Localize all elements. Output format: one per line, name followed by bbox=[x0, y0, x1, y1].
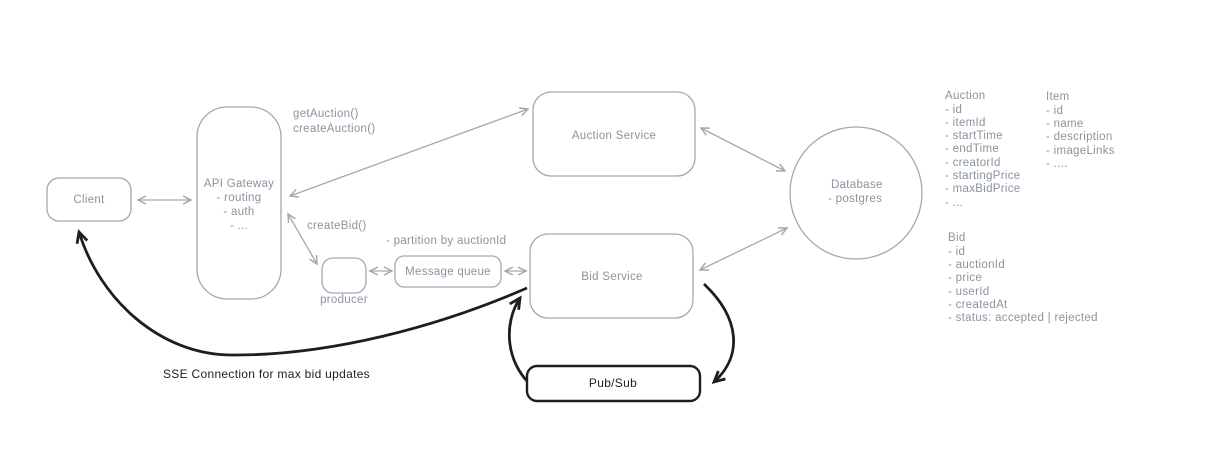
auction-schema-list: Auction - id - itemId - startTime - endT… bbox=[945, 90, 1020, 209]
api-gateway-line-more: - ... bbox=[230, 220, 248, 232]
pubsub-label: Pub/Sub bbox=[589, 376, 637, 390]
sse-connection-label: SSE Connection for max bid updates bbox=[163, 367, 370, 381]
auction-schema-field: - id bbox=[945, 104, 962, 116]
arrow-pubsub-to-bid-service bbox=[508, 295, 532, 387]
create-auction-label: createAuction() bbox=[293, 123, 375, 135]
bid-service-node bbox=[529, 233, 694, 319]
api-gateway-line-auth: - auth bbox=[223, 206, 254, 218]
arrow-gateway-auction-service bbox=[288, 107, 530, 198]
client-node bbox=[46, 177, 132, 222]
item-schema-field: - imageLinks bbox=[1046, 145, 1115, 157]
get-auction-label: getAuction() bbox=[293, 108, 359, 120]
pubsub-node bbox=[525, 364, 702, 403]
bid-schema-field: - id bbox=[948, 246, 965, 258]
item-schema-field: - name bbox=[1046, 118, 1084, 130]
auction-schema-field: - creatorId bbox=[945, 157, 1001, 169]
arrow-bid-service-to-pubsub bbox=[703, 282, 735, 385]
auction-schema-field: - startTime bbox=[945, 130, 1003, 142]
item-schema-field: - description bbox=[1046, 131, 1113, 143]
item-schema-field: - .... bbox=[1046, 158, 1068, 170]
bid-schema-field: - status: accepted | rejected bbox=[948, 312, 1098, 324]
bid-schema-field: - price bbox=[948, 272, 982, 284]
producer-label: producer bbox=[320, 294, 368, 306]
auction-schema-field: - startingPrice bbox=[945, 170, 1020, 182]
auction-schema-field: - itemId bbox=[945, 117, 986, 129]
auction-schema-title: Auction bbox=[945, 90, 985, 102]
auction-schema-field: - ... bbox=[945, 197, 963, 209]
producer-node bbox=[321, 257, 367, 294]
create-bid-label: createBid() bbox=[307, 220, 367, 232]
bid-schema-field: - userId bbox=[948, 286, 989, 298]
auction-schema-field: - endTime bbox=[945, 143, 999, 155]
bid-schema-field: - auctionId bbox=[948, 259, 1005, 271]
auction-schema-field: - maxBidPrice bbox=[945, 183, 1020, 195]
bid-schema-title: Bid bbox=[948, 232, 966, 244]
bid-schema-list: Bid - id - auctionId - price - userId - … bbox=[948, 232, 1098, 324]
partition-label: - partition by auctionId bbox=[386, 235, 506, 247]
arrow-sse-bid-service-to-client bbox=[75, 229, 528, 357]
database-title: Database bbox=[831, 179, 883, 191]
arrow-bid-service-database bbox=[698, 227, 789, 271]
database-subtitle: - postgres bbox=[828, 193, 882, 205]
api-gateway-line-routing: - routing bbox=[217, 192, 262, 204]
arrow-auction-service-database bbox=[699, 127, 787, 172]
api-gateway-node bbox=[196, 106, 282, 300]
message-queue-node bbox=[394, 255, 502, 288]
message-queue-label: Message queue bbox=[405, 266, 491, 278]
auction-service-label: Auction Service bbox=[572, 130, 656, 142]
client-label: Client bbox=[73, 194, 105, 206]
bid-schema-field: - createdAt bbox=[948, 299, 1008, 311]
auction-service-node bbox=[532, 91, 696, 177]
api-gateway-title: API Gateway bbox=[204, 178, 274, 190]
item-schema-title: Item bbox=[1046, 91, 1070, 103]
arrow-gateway-producer bbox=[287, 212, 318, 266]
item-schema-list: Item - id - name - description - imageLi… bbox=[1046, 91, 1115, 170]
bid-service-label: Bid Service bbox=[581, 271, 642, 283]
item-schema-field: - id bbox=[1046, 105, 1063, 117]
database-node bbox=[789, 126, 923, 260]
